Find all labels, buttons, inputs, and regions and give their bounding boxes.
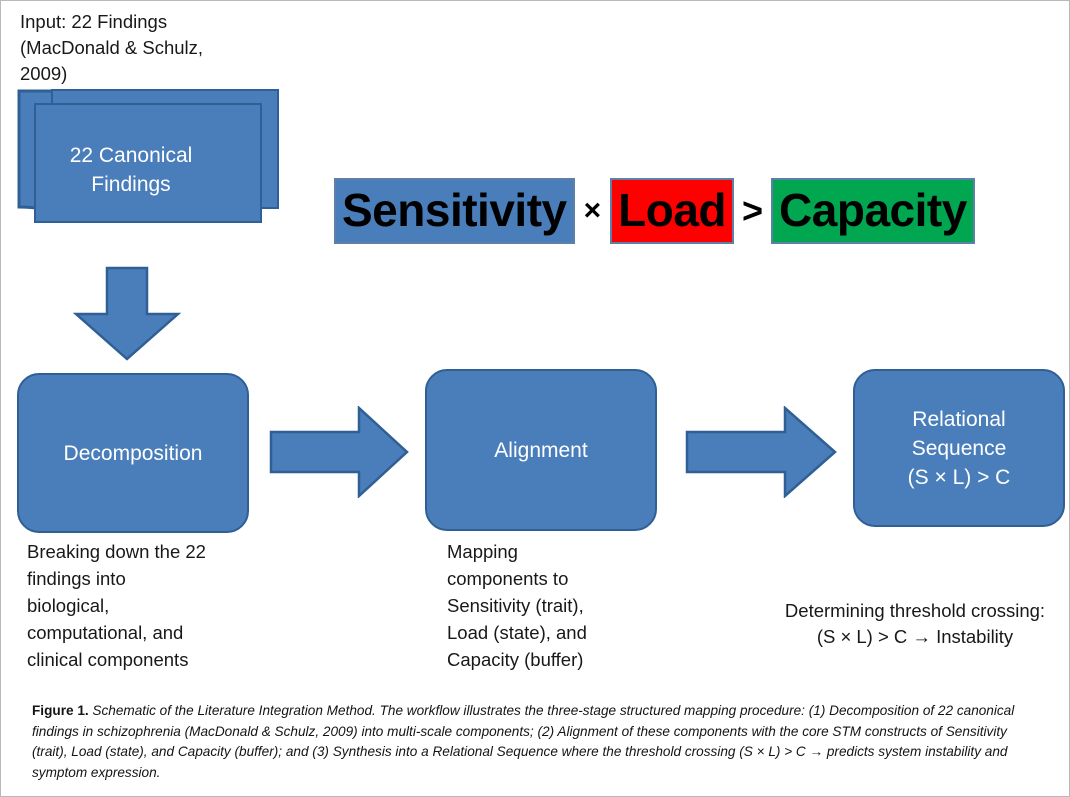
input-source-label: Input: 22 Findings (MacDonald & Schulz, … [20,11,204,84]
stage-caption-relational-sequence: Determining threshold crossing: (S × L) … [784,600,1046,647]
document-sheet-middle [34,103,262,223]
formula-load-box: Load [610,178,735,244]
formula-sensitivity-box: Sensitivity [334,178,575,244]
right-arrow-icon-1 [269,405,409,499]
stage-box-relational-sequence: Relational Sequence (S × L) > C [853,369,1065,527]
stage-box-alignment: Alignment [425,369,657,531]
figure-caption: Figure 1. Schematic of the Literature In… [32,701,1042,783]
figure-caption-number: Figure 1. [32,703,89,718]
formula-greater-than-operator: > [742,190,764,231]
stacked-documents-shape: 22 Canonical Findings [17,89,279,251]
formula-multiply-operator: × [583,194,602,227]
right-arrow-icon-2 [685,405,837,499]
stage-box-decomposition: Decomposition [17,373,249,533]
stage-caption-alignment: Mapping components to Sensitivity (trait… [447,541,587,670]
down-arrow-icon [72,266,182,361]
figure-caption-text: Schematic of the Literature Integration … [32,703,1015,780]
formula-capacity-box: Capacity [771,178,975,244]
stage-caption-decomposition: Breaking down the 22 findings into biolo… [27,541,206,670]
formula-expression: Sensitivity × Load > Capacity [334,178,975,244]
